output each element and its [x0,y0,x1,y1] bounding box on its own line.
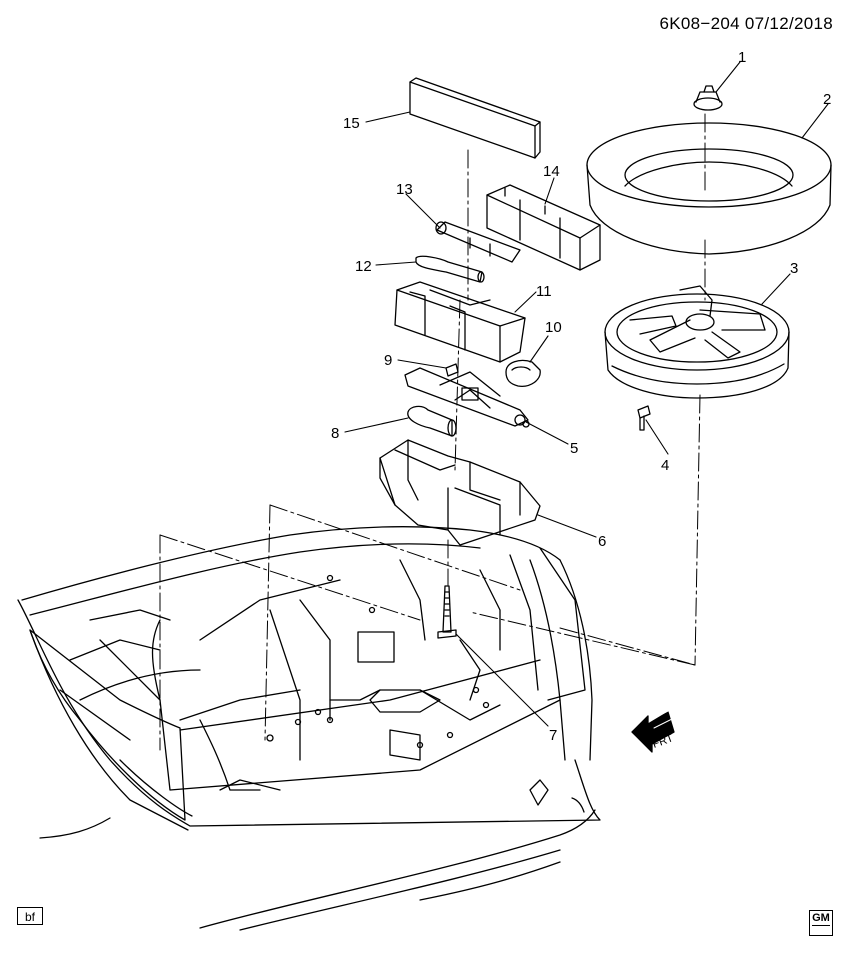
part-4-wheel-bolt [637,405,651,431]
callout-12: 12 [355,258,372,275]
callout-3: 3 [790,260,798,277]
callout-numbers: 1 2 3 4 5 6 7 8 9 10 11 12 13 14 15 [331,49,831,744]
gm-logo-underline [812,925,830,926]
callout-10: 10 [545,319,562,336]
callout-4: 4 [661,457,669,474]
part-3-wheel [604,285,790,399]
illustrator-badge: bf [17,907,43,925]
callout-2: 2 [823,91,831,108]
part-14-tool-bag [486,184,601,271]
part-6-lower-tray [379,439,541,546]
callout-5: 5 [570,440,578,457]
callout-6: 6 [598,533,606,550]
callout-11: 11 [536,283,552,300]
gm-logo-text: GM [812,912,830,924]
part-15-storage-block [409,77,541,159]
part-12-jack-handle [415,255,485,283]
part-11-upper-tray [394,281,526,363]
callout-9: 9 [384,352,392,369]
part-10-chock [505,359,541,387]
callout-13: 13 [396,181,413,198]
alignment-lines [159,113,706,751]
callout-8: 8 [331,425,339,442]
part-9-clip [445,363,459,377]
part-7-bolt [437,585,457,639]
diagram-code: 6K08−204 07/12/2018 [659,14,833,33]
leader-lines [344,61,829,727]
callout-7: 7 [549,727,557,744]
callout-14: 14 [543,163,560,180]
part-8-adapter [407,405,457,437]
callout-1: 1 [738,49,746,66]
part-1-wing-nut [693,85,723,111]
part-13-wrench [435,221,521,263]
part-5-jack [404,367,530,428]
callout-15: 15 [343,115,360,132]
front-direction-arrow: FRT [631,709,675,753]
part-2-tire [586,122,832,255]
gm-logo: GM [809,910,833,936]
